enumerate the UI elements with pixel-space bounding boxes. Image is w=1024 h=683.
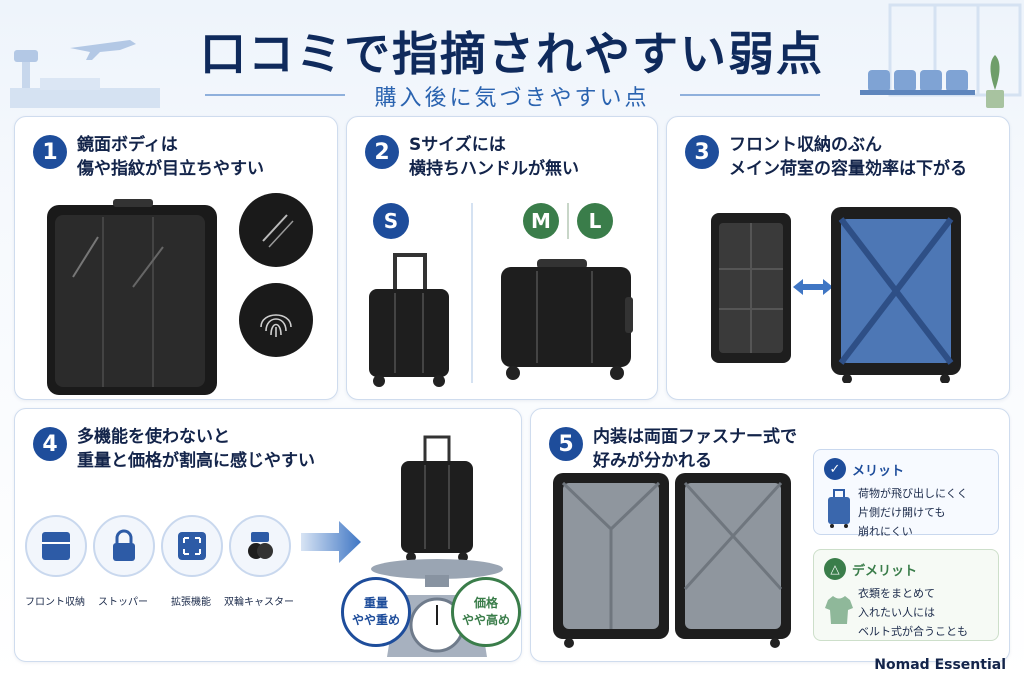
merit-box: ✓ メリット 荷物が飛び出しにくく 片側だけ開けても 崩れにくい xyxy=(813,449,999,538)
size-l-badge: L xyxy=(577,203,613,239)
demerit-text: 衣類をまとめて 入れたい人には ベルト式が合うことも xyxy=(858,587,968,638)
card-4-badge: 4 xyxy=(33,427,67,461)
open-suitcase-interior-illustration xyxy=(553,473,791,648)
subtitle-rule-left xyxy=(205,94,345,96)
card-1-badge: 1 xyxy=(33,135,67,169)
weight-tag: 重量 やや重め xyxy=(341,577,411,647)
large-suitcase-side-handle-illustration xyxy=(501,259,633,380)
feature-label-expand: 拡張機能 xyxy=(171,597,211,608)
card-1-mirror-body: 1 鏡面ボディは 傷や指紋が目立ちやすい xyxy=(14,116,338,400)
small-suitcase-illustration xyxy=(369,253,449,387)
expand-icon xyxy=(161,515,223,577)
demerit-box: △ デメリット 衣類をまとめて 入れたい人には ベルト式が合うことも xyxy=(813,549,999,641)
airport-tower-illustration xyxy=(10,40,160,108)
card-3-badge: 3 xyxy=(685,135,719,169)
fingerprint-icon xyxy=(239,283,313,357)
card-4-title: 多機能を使わないと 重量と価格が割高に感じやすい xyxy=(77,427,315,471)
front-pocket-panel-illustration xyxy=(711,213,791,363)
card-5-interior: 5 内装は両面ファスナー式で 好みが分かれる ✓ メリット xyxy=(530,408,1010,662)
caster-icon xyxy=(229,515,291,577)
merit-suitcase-icon xyxy=(828,489,850,528)
card-1-title: 鏡面ボディは 傷や指紋が目立ちやすい xyxy=(77,135,264,179)
double-arrow-icon xyxy=(793,279,833,295)
feature-label-caster: 双輪キャスター xyxy=(224,597,294,608)
feature-label-front-pocket: フロント収納 xyxy=(25,597,85,608)
size-divider xyxy=(471,203,473,383)
card-2-title: Sサイズには 横持ちハンドルが無い xyxy=(409,135,579,179)
lock-icon xyxy=(93,515,155,577)
card-3-capacity: 3 フロント収納のぶん メイン荷室の容量効率は下がる xyxy=(666,116,1010,400)
size-m-badge: M xyxy=(523,203,559,239)
size-divider-ml xyxy=(567,203,569,239)
demerit-label: デメリット xyxy=(852,564,918,579)
main-compartment-illustration xyxy=(831,207,961,383)
card-4-weight-price: 4 多機能を使わないと 重量と価格が割高に感じやすい フロント収納 ストッパー … xyxy=(14,408,522,662)
shirt-icon xyxy=(825,596,853,624)
brand-name: Nomad Essential xyxy=(874,657,1006,673)
check-icon: ✓ xyxy=(824,458,846,480)
page-subtitle: 購入後に気づきやすい点 xyxy=(374,86,650,111)
card-3-title: フロント収納のぶん メイン荷室の容量効率は下がる xyxy=(729,135,967,179)
suitcase-glossy-illustration xyxy=(47,199,217,395)
subtitle-rule-right xyxy=(680,94,820,96)
card-2-handle: 2 Sサイズには 横持ちハンドルが無い S M L xyxy=(346,116,658,400)
warning-icon: △ xyxy=(824,558,846,580)
airport-lounge-illustration xyxy=(860,3,1022,108)
right-arrow-icon xyxy=(301,521,361,563)
merit-label: メリット xyxy=(852,464,905,479)
merit-text: 荷物が飛び出しにくく 片側だけ開けても 崩れにくい xyxy=(858,487,968,538)
scratch-icon xyxy=(239,193,313,267)
card-2-badge: 2 xyxy=(365,135,399,169)
size-s-badge: S xyxy=(373,203,409,239)
price-tag: 価格 やや高め xyxy=(451,577,521,647)
card-5-badge: 5 xyxy=(549,427,583,461)
card-5-title: 内装は両面ファスナー式で 好みが分かれる xyxy=(593,427,797,471)
feature-label-stopper: ストッパー xyxy=(98,597,148,608)
front-pocket-icon xyxy=(25,515,87,577)
page-title: 口コミで指摘されやすい弱点 xyxy=(200,27,824,81)
